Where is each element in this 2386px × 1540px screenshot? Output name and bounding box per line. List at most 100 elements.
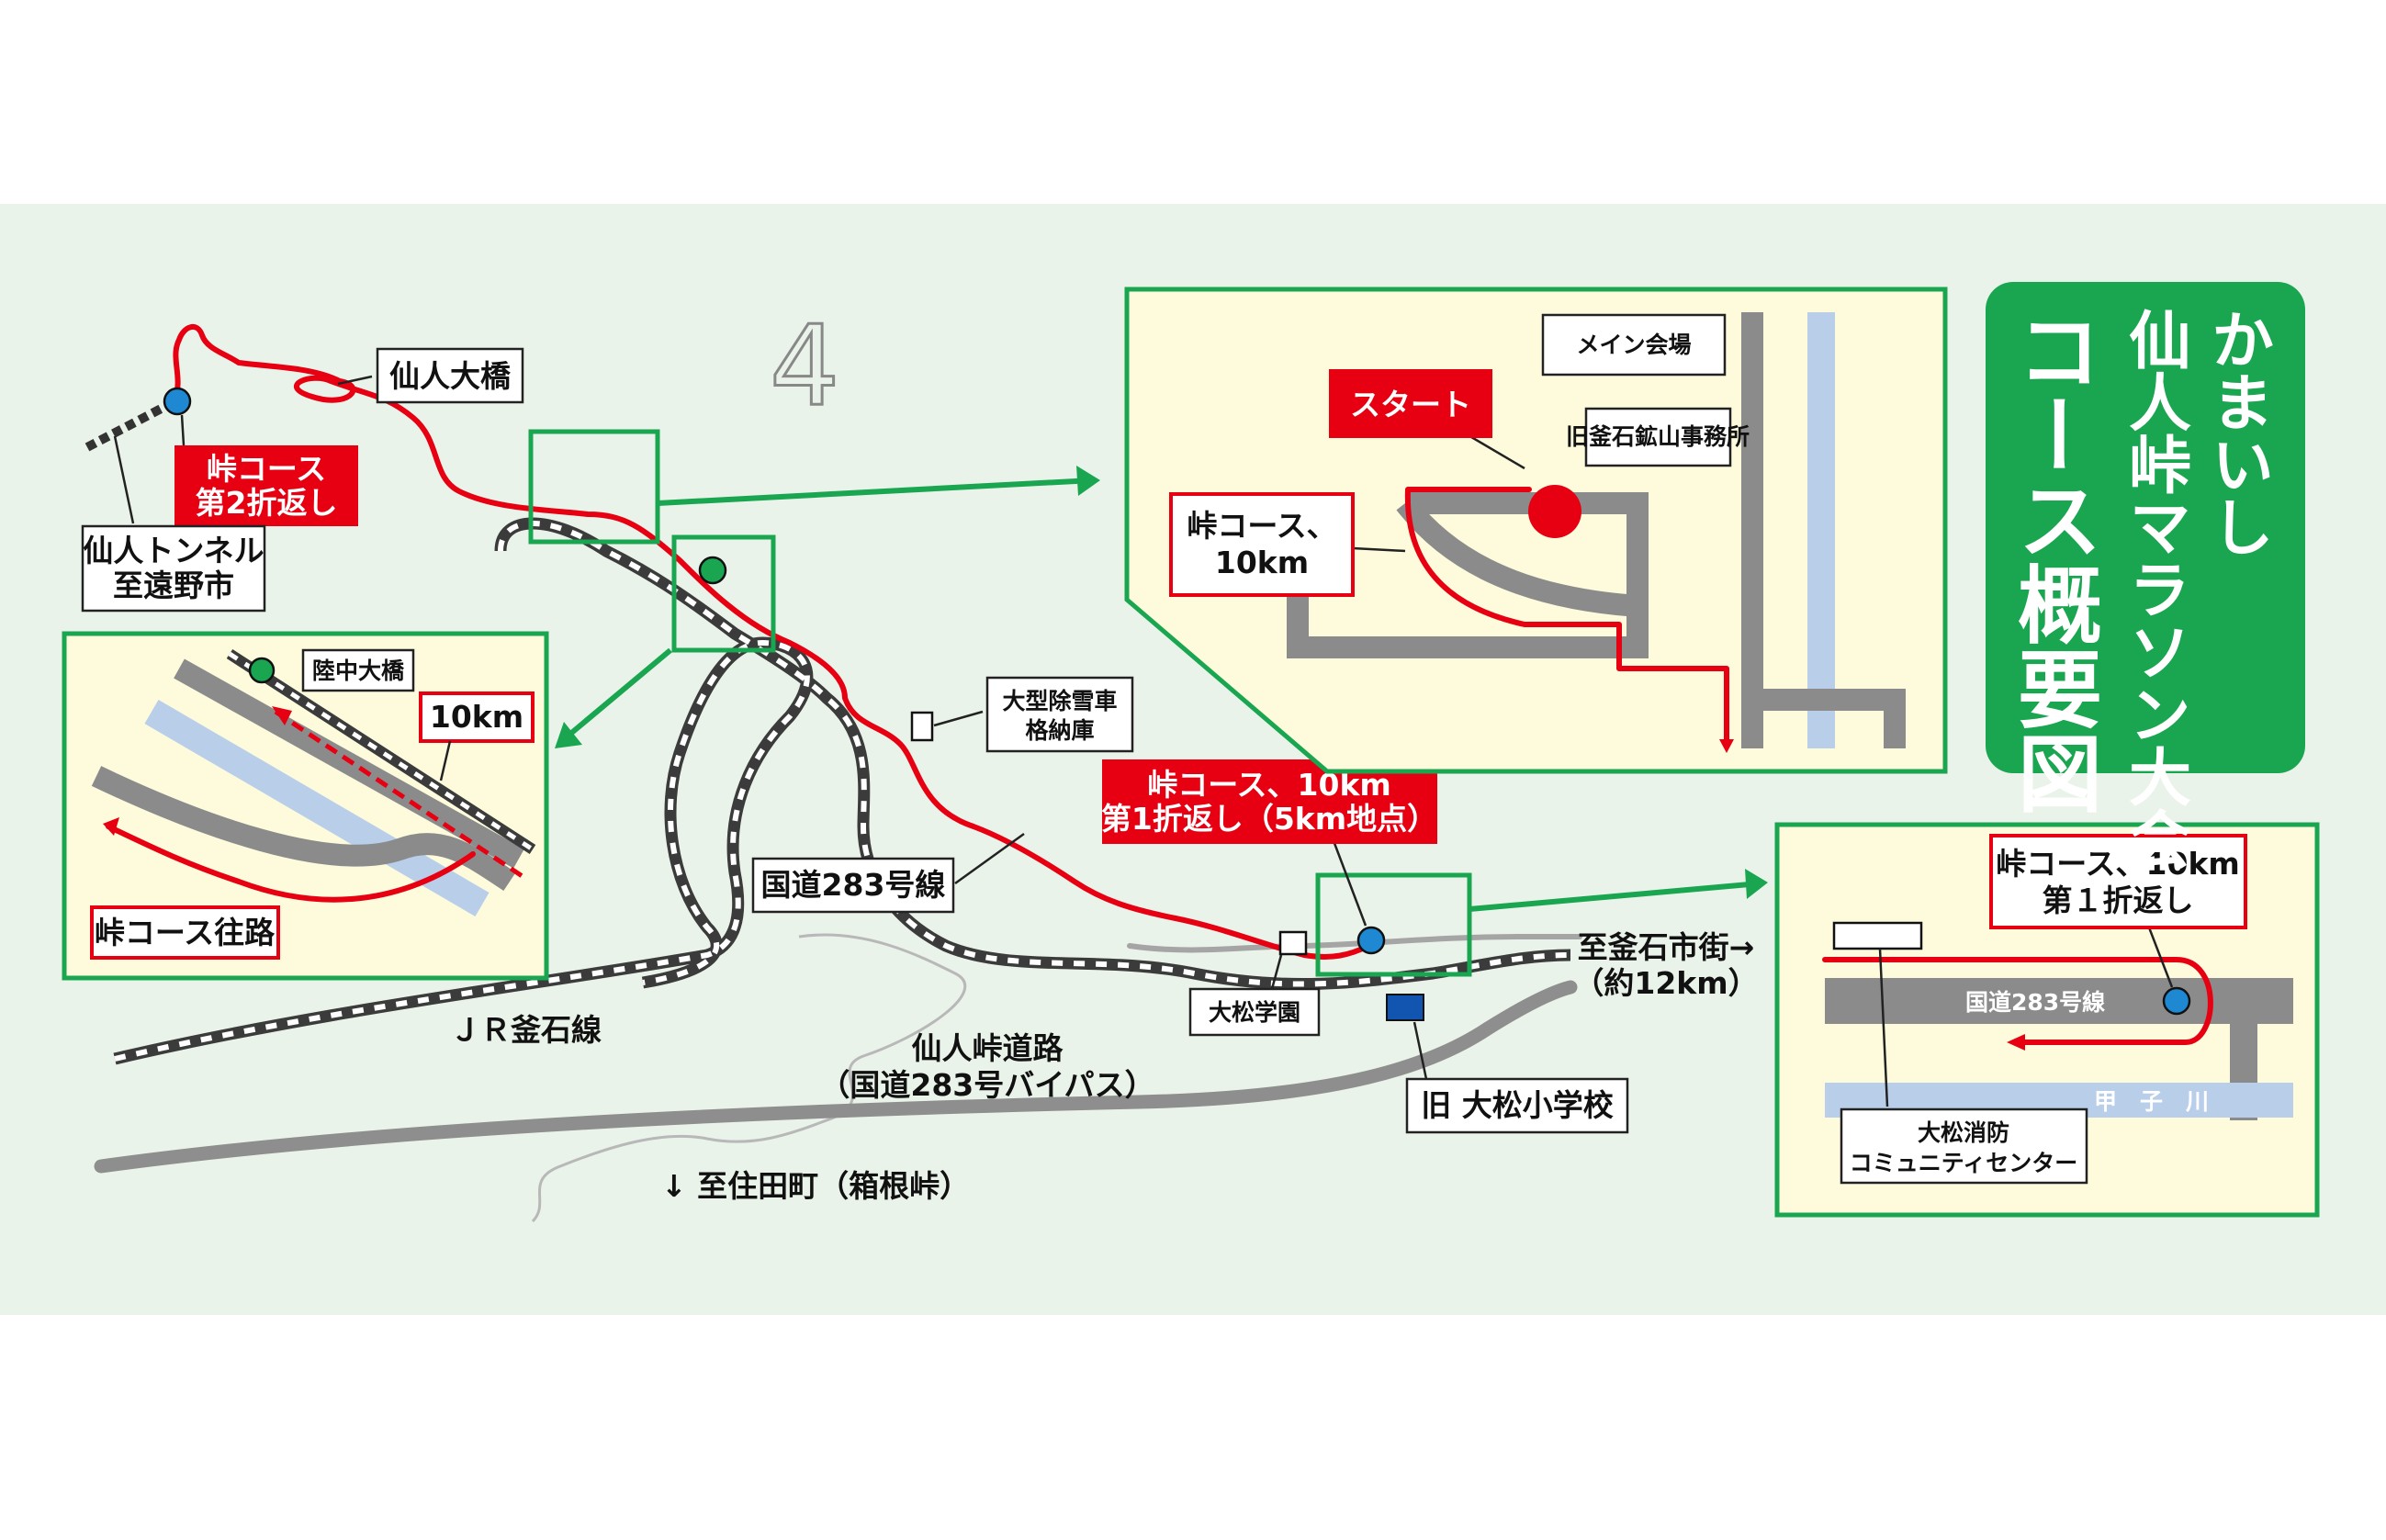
label-start-text: スタート xyxy=(1350,387,1471,422)
arrow-to-turn1-inset xyxy=(1469,882,1750,912)
inset-bridge-route-arrow xyxy=(103,817,119,836)
label-kamaishi-line1: 至釜石市街→ xyxy=(1578,929,1755,965)
title-line1: かまいし xyxy=(2200,308,2273,557)
svg-text:大型除雪車: 大型除雪車 xyxy=(1002,688,1117,714)
title-line2: 仙人峠マラソン大会 xyxy=(2118,308,2191,870)
leader-tunnel xyxy=(113,435,135,524)
label-sennin-tunnel: 仙人トンネル 至遠野市 xyxy=(81,524,266,613)
leader-school xyxy=(1412,1021,1428,1080)
start-point-marker xyxy=(1528,485,1581,538)
sennin-tunnel xyxy=(84,399,173,452)
focus-frame-turn1 xyxy=(1315,872,1472,977)
leader-start-course xyxy=(1352,546,1406,553)
arrow-to-bridge-inset xyxy=(568,647,672,737)
leader-fire-station xyxy=(1878,948,1889,1107)
leader-gakuen xyxy=(1270,954,1283,990)
label-turn1-inset-line1: 峠コース、10km xyxy=(1996,846,2240,882)
national-route-283 xyxy=(1127,934,1582,953)
svg-text:仙人大橋: 仙人大橋 xyxy=(389,358,512,394)
label-fire-station-box xyxy=(1840,1107,2088,1185)
label-10km-box xyxy=(419,691,535,743)
arrow-to-start-inset xyxy=(657,478,1094,506)
label-sennin-bridge: 仙人大橋 xyxy=(376,347,524,404)
inset-turn1-route-arrow xyxy=(2007,1034,2025,1051)
label-bypass-line1: 仙人峠道路 xyxy=(912,1030,1064,1066)
leader-turn2 xyxy=(180,414,186,446)
svg-text:峠コース: 峠コース xyxy=(207,451,326,487)
label-fire-station-line2: コミュニティセンター xyxy=(1850,1150,2078,1176)
label-turn1-inset-box xyxy=(1989,834,2247,929)
leader-turn1 xyxy=(1328,830,1367,927)
arrow-head-turn1 xyxy=(1745,869,1768,899)
inset-bridge-rail-ties xyxy=(228,651,535,852)
inset-bridge-road-1 xyxy=(174,658,524,869)
svg-text:国道283号線: 国道283号線 xyxy=(761,867,946,903)
label-snowplow-garage: 大型除雪車 格納庫 xyxy=(985,676,1134,753)
turnaround-2-marker xyxy=(163,387,192,416)
old-omatsu-school-marker xyxy=(1386,994,1424,1021)
inset-start-route-arrow xyxy=(1719,739,1734,753)
arrow-head-start xyxy=(1076,466,1100,496)
label-omatsu-gakuen: 大松学園 xyxy=(1188,987,1321,1037)
svg-text:第1折返し（5km地点）: 第1折返し（5km地点） xyxy=(1101,801,1437,837)
label-old-omatsu-school: 旧 大松小学校 xyxy=(1405,1077,1629,1134)
turnaround-1-marker xyxy=(1356,926,1386,955)
leader-turn1-inset xyxy=(2147,927,2174,988)
inset-bridge-road-2 xyxy=(91,766,516,891)
label-jr-kamaishi: ＪＲ釜石線 xyxy=(450,1012,602,1048)
label-rikuchu-bridge xyxy=(301,648,415,692)
map-number-4: 4 xyxy=(770,303,839,431)
inset-turn1-river-label: 甲 子 川 xyxy=(2094,1088,2209,1115)
svg-text:至遠野市: 至遠野市 xyxy=(113,568,234,603)
label-main-venue-text: メイン会場 xyxy=(1576,332,1691,358)
label-route-283: 国道283号線 xyxy=(751,857,955,914)
inset-bridge-route xyxy=(106,824,476,903)
svg-text:格納庫: 格納庫 xyxy=(1025,717,1094,744)
snowplow-garage-marker xyxy=(910,711,934,742)
label-start-course-line1: 峠コース、 xyxy=(1187,508,1336,544)
focus-frame-start xyxy=(528,429,660,545)
leader-snowplow xyxy=(933,710,984,727)
focus-frame-bridge xyxy=(671,534,776,653)
label-rikuchu-bridge-text: 陸中大橋 xyxy=(312,658,405,684)
label-outbound-box xyxy=(90,905,280,960)
inset-bridge-dashed-arrow xyxy=(272,706,292,725)
svg-text:第2折返し: 第2折返し xyxy=(196,485,338,521)
inset-bridge-river xyxy=(144,700,490,916)
inset-turn1-marker xyxy=(2162,986,2191,1016)
title-line3: コース概要図 xyxy=(2004,308,2102,815)
rikuchu-bridge-marker xyxy=(698,556,727,585)
inset-start-route xyxy=(1404,487,1729,747)
label-fire-station-line1: 大松消防 xyxy=(1918,1119,2009,1146)
inset-rikuchu-bridge-marker xyxy=(248,657,276,684)
bypass-road xyxy=(94,980,1578,1174)
label-start-course-box xyxy=(1169,492,1355,597)
inset-bridge-area: 陸中大橋 10km 峠コース往路 xyxy=(62,631,549,981)
svg-text:大松学園: 大松学園 xyxy=(1209,999,1300,1026)
label-10km-text: 10km xyxy=(430,699,523,735)
label-outbound-text: 峠コース往路 xyxy=(95,915,276,950)
label-old-office xyxy=(1584,407,1732,467)
label-sumita: ↓ 至住田町（箱根峠） xyxy=(661,1168,970,1204)
inset-fire-station-marker xyxy=(1832,921,1923,950)
inset-turn1-road-label: 国道283号線 xyxy=(1965,989,2105,1016)
label-turnaround-2: 峠コース 第2折返し xyxy=(174,445,358,526)
label-kamaishi-line2: （約12km） xyxy=(1573,965,1758,1001)
omatsu-gakuen-marker xyxy=(1278,930,1308,956)
inset-start-road-curve xyxy=(1396,496,1638,617)
leader-sennin-bridge xyxy=(337,375,373,386)
svg-text:仙人トンネル: 仙人トンネル xyxy=(83,533,264,568)
label-old-office-text: 旧釜石鉱山事務所 xyxy=(1566,423,1750,450)
inset-bridge-dashed-route xyxy=(274,709,525,880)
arrow-head-bridge xyxy=(555,722,582,748)
label-start-course-line2: 10km xyxy=(1215,545,1309,580)
label-main-venue xyxy=(1541,313,1727,377)
label-turn1-inset-line2: 第１折返し xyxy=(2043,882,2194,918)
svg-text:旧 大松小学校: 旧 大松小学校 xyxy=(1421,1087,1614,1123)
leader-10km xyxy=(439,740,452,781)
label-start-box xyxy=(1329,369,1492,438)
inset-turn1-route xyxy=(1822,957,2213,1045)
inset-start-road-branch xyxy=(1752,689,1906,748)
inset-start-area: メイン会場 旧釜石鉱山事務所 スタート 峠コース、 10km xyxy=(1124,287,1948,774)
